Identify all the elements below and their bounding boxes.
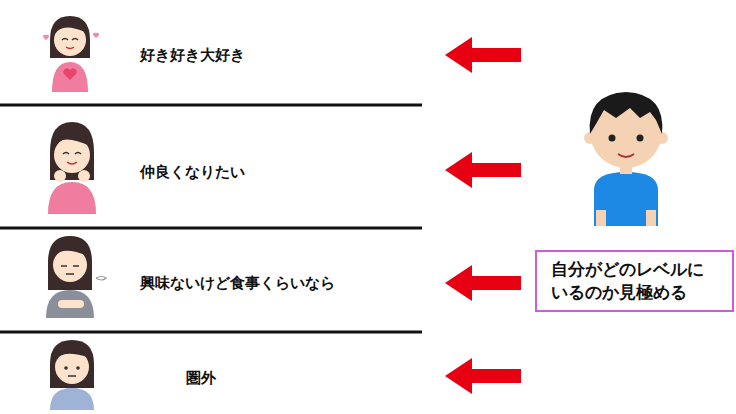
woman-friendly-icon [48, 122, 96, 214]
red-arrows [445, 37, 521, 394]
level-label: 興味ないけど食事くらいなら [140, 274, 335, 292]
woman-neutral-icon [50, 340, 94, 410]
woman-love-icon [43, 16, 99, 92]
level-label: 仲良くなりたい [140, 163, 245, 181]
row-separators [0, 105, 422, 332]
woman-uninterested-icon [46, 236, 106, 318]
level-label: 好き好き大好き [140, 46, 245, 64]
level-label: 圏外 [186, 369, 216, 387]
callout-box: 自分がどのレベルに いるのか見極める [535, 250, 734, 312]
callout-text: 自分がどのレベルに いるのか見極める [551, 258, 718, 304]
boy-icon [584, 92, 668, 226]
